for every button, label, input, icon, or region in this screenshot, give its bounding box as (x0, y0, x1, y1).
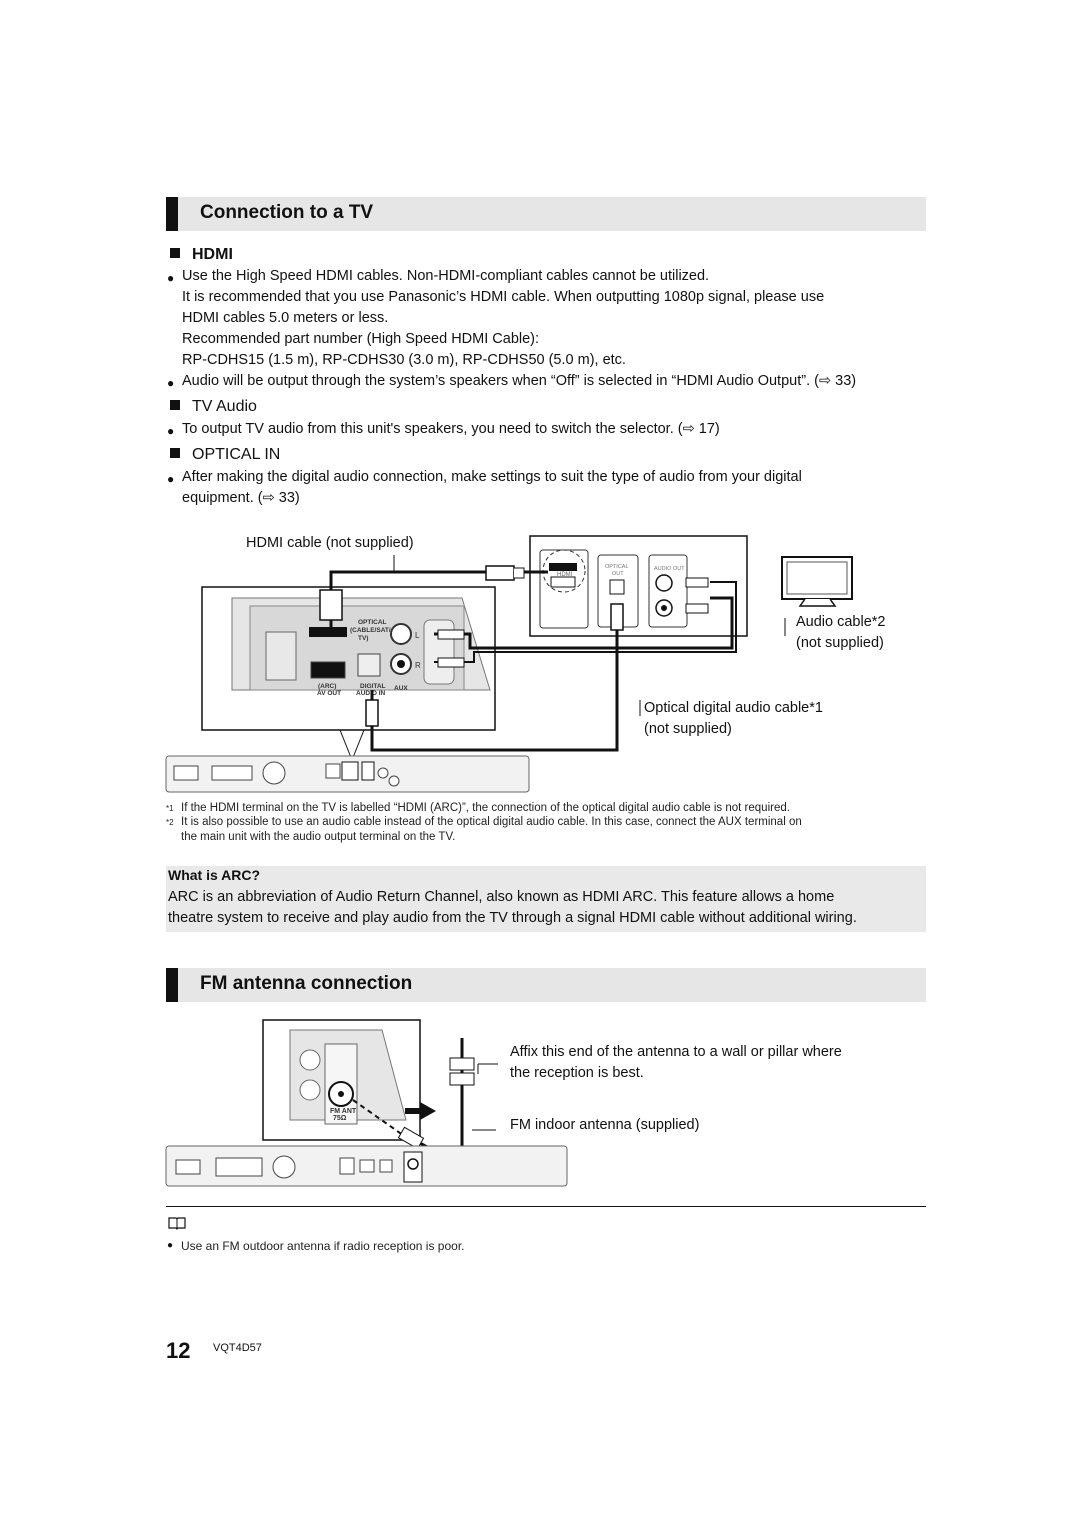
optical-plug-icon (365, 699, 379, 727)
bullet-icon: ● (167, 424, 175, 438)
svg-text:OUT: OUT (612, 571, 624, 577)
optical-cable-sub: (not supplied) (644, 721, 732, 737)
footnote-2: It is also possible to use an audio cabl… (181, 816, 802, 843)
audio-cable-label: Audio cable*2 (796, 614, 886, 630)
hdmi-plug-icon (319, 589, 343, 621)
square-bullet-icon (170, 400, 180, 410)
svg-text:HDMI: HDMI (557, 572, 573, 578)
optical-bullet-1: After making the digital audio connectio… (182, 469, 802, 506)
optical-socket-icon (609, 579, 625, 595)
section-bar (166, 968, 178, 1002)
rca-plug-icon (685, 577, 709, 588)
heading-optical-in: OPTICAL IN (170, 446, 280, 464)
hdmi-bullet-1: Use the High Speed HDMI cables. Non-HDMI… (182, 268, 825, 368)
arc-text: ARC is an abbreviation of Audio Return C… (168, 889, 857, 926)
bullet-icon: ● (167, 472, 175, 486)
section-title: FM antenna connection (200, 973, 413, 994)
svg-text:FM ANT: FM ANT (330, 1108, 357, 1115)
svg-text:AV OUT: AV OUT (317, 690, 341, 697)
svg-text:TV): TV) (358, 635, 368, 642)
hdmi-logo-icon (309, 627, 347, 637)
svg-text:AUDIO OUT: AUDIO OUT (654, 566, 685, 572)
hdmi-logo-icon (549, 563, 577, 571)
section-bar (166, 197, 178, 231)
hdmi-socket-icon (550, 576, 576, 588)
note-divider (166, 1206, 926, 1207)
tv-connection-diagram: HDMI OPTICAL OUT AUDIO OUT OPTICAL (CABL… (165, 535, 853, 793)
book-icon (168, 1217, 186, 1230)
hdmi-cable-label: HDMI cable (not supplied) (246, 535, 414, 551)
svg-text:(ARC): (ARC) (318, 683, 336, 690)
square-bullet-icon (170, 448, 180, 458)
antenna-tab-icon (449, 1057, 475, 1071)
svg-text:(CABLE/SAT/: (CABLE/SAT/ (350, 627, 391, 634)
footnote-mark-1: *1 (166, 804, 174, 813)
page-number: 12 (166, 1338, 191, 1363)
section-title: Connection to a TV (200, 202, 374, 223)
heading-tv-audio: TV Audio (170, 398, 257, 416)
heading-hdmi: HDMI (170, 246, 233, 264)
hdmi-av-out-socket (310, 661, 346, 679)
aux-l-jack (390, 623, 412, 645)
tv-audio-bullet-1: To output TV audio from this unit's spea… (182, 421, 720, 437)
svg-text:OPTICAL: OPTICAL (358, 619, 387, 626)
hdmi-plug-icon (485, 565, 515, 581)
square-bullet-icon (170, 248, 180, 258)
tv-monitor-icon (781, 556, 853, 600)
rca-plug-icon (685, 603, 709, 614)
footnote-1: If the HDMI terminal on the TV is labell… (181, 802, 790, 814)
svg-text:75Ω: 75Ω (333, 1115, 347, 1122)
arc-heading: What is ARC? (168, 867, 261, 883)
digital-audio-in-socket (357, 653, 381, 677)
antenna-plug-icon (397, 1126, 425, 1150)
svg-text:DIGITAL: DIGITAL (360, 683, 386, 690)
bullet-icon: ● (167, 271, 175, 285)
rca-l-icon (655, 574, 673, 592)
svg-text:AUX: AUX (394, 685, 408, 692)
bullet-icon: ● (167, 1240, 174, 1251)
tv-hdmi-port (539, 549, 589, 629)
section-header-fm: FM antenna connection (166, 968, 926, 1002)
hdmi-bullet-2: Audio will be output through the system’… (182, 373, 857, 389)
arc-info-box (166, 866, 926, 932)
bullet-icon: ● (167, 376, 175, 390)
fm-antenna-label: FM indoor antenna (supplied) (510, 1117, 700, 1133)
rca-plug-icon (437, 657, 465, 668)
fm-antenna-diagram: FM ANT 75Ω (165, 1019, 568, 1187)
audio-cable-sub: (not supplied) (796, 635, 884, 651)
section-header-tv: Connection to a TV (166, 197, 926, 231)
rca-plug-icon (437, 629, 465, 640)
doc-code: VQT4D57 (213, 1342, 262, 1354)
optical-plug-icon (610, 603, 624, 631)
svg-text:L: L (415, 631, 420, 640)
optical-cable-label: Optical digital audio cable*1 (644, 700, 823, 716)
lan-port-icon (265, 631, 297, 681)
tip-text: Use an FM outdoor antenna if radio recep… (181, 1239, 465, 1253)
arrow-right-icon (405, 1102, 436, 1120)
footnote-mark-2: *2 (166, 818, 174, 827)
affix-text: Affix this end of the antenna to a wall … (510, 1044, 842, 1081)
svg-text:R: R (415, 661, 421, 670)
svg-text:OPTICAL: OPTICAL (605, 564, 629, 570)
